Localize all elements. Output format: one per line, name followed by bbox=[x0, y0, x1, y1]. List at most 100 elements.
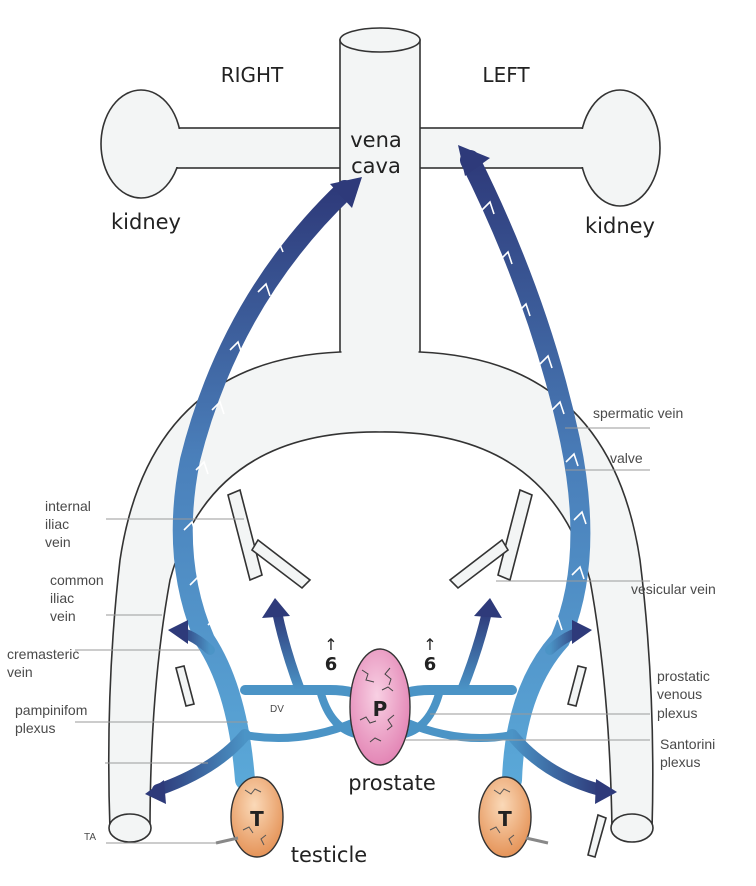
vesicular-vein-left bbox=[457, 607, 492, 695]
heading-left: LEFT bbox=[482, 63, 530, 87]
vena-cava-label-line1: vena bbox=[350, 128, 402, 152]
spermatic-vein-left bbox=[460, 150, 591, 790]
label-santorini-2: plexus bbox=[660, 754, 700, 770]
stub-left-bottom bbox=[587, 813, 607, 858]
pressure-markers: ↑ 6 ↑ 6 bbox=[324, 635, 436, 675]
testicle-right-shape bbox=[230, 776, 284, 858]
heading-right: RIGHT bbox=[221, 63, 284, 87]
prostate-shape bbox=[349, 648, 411, 766]
kidney-right-label: kidney bbox=[111, 210, 181, 234]
valve-chevron bbox=[549, 616, 563, 631]
label-pampiniform-2: plexus bbox=[15, 720, 55, 736]
pampiniform-outflow-right bbox=[152, 729, 251, 796]
arrowhead-cremasteric-left bbox=[572, 620, 592, 644]
vena-cava-top bbox=[339, 27, 421, 53]
marker-left-arrow: ↑ bbox=[324, 635, 337, 654]
label-cremasteric-2: vein bbox=[7, 664, 33, 680]
valve-chevron bbox=[257, 282, 271, 297]
prostate: P bbox=[349, 648, 411, 766]
label-prostatic-plexus-3: plexus bbox=[657, 705, 697, 721]
label-santorini-1: Santorini bbox=[660, 736, 715, 752]
label-vesicular-vein: vesicular vein bbox=[631, 581, 716, 597]
right-side-labels: spermatic vein valve vesicular vein pros… bbox=[593, 405, 716, 770]
label-internal-iliac-3: vein bbox=[45, 534, 71, 550]
marker-left-value: 6 bbox=[325, 654, 338, 675]
prostate-letter: P bbox=[373, 697, 388, 721]
testicle-left-shape bbox=[478, 776, 532, 858]
femoral-opening-right bbox=[108, 813, 152, 843]
valve-marks bbox=[183, 200, 587, 631]
femoral-opening-left bbox=[610, 813, 654, 843]
valve-chevron bbox=[517, 302, 531, 317]
label-common-iliac-2: iliac bbox=[50, 590, 74, 606]
pampiniform-outflow-left bbox=[506, 729, 606, 796]
spermatic-vein-right bbox=[172, 180, 355, 790]
testicle-left-vessels bbox=[489, 788, 515, 846]
vena-cava-label-line2: cava bbox=[351, 154, 401, 178]
label-common-iliac-1: common bbox=[50, 572, 104, 588]
stub-right bbox=[175, 665, 195, 707]
label-internal-iliac-1: internal bbox=[45, 498, 91, 514]
stub-left bbox=[567, 665, 587, 707]
valve-chevron bbox=[195, 460, 209, 475]
kidney-right-shape bbox=[100, 89, 182, 199]
arrowhead-vena-cava-left bbox=[458, 145, 490, 176]
vena-cava-column bbox=[339, 39, 421, 381]
arrowhead-vesicular-right bbox=[262, 598, 290, 618]
valve-chevron bbox=[551, 400, 565, 415]
valve-chevron bbox=[499, 250, 513, 265]
testicle-right-vessels bbox=[242, 788, 267, 846]
label-dv: DV bbox=[270, 704, 284, 715]
testicle-label: testicle bbox=[291, 843, 367, 867]
valve-chevron bbox=[539, 354, 553, 369]
label-internal-iliac-2: iliac bbox=[45, 516, 69, 532]
internal-iliac-branch-left bbox=[497, 488, 533, 582]
iliac-arch bbox=[107, 351, 654, 831]
valve-chevron bbox=[207, 615, 221, 630]
plexus-loop-l2 bbox=[401, 718, 516, 742]
testicle-left: T bbox=[478, 776, 549, 858]
valve-chevron bbox=[573, 510, 587, 525]
valve-chevron bbox=[229, 340, 243, 355]
organ-labels: kidney kidney vena cava prostate testicl… bbox=[111, 128, 655, 867]
internal-iliac-branch-right bbox=[227, 488, 263, 582]
leader-lines bbox=[75, 427, 650, 844]
valve-chevron bbox=[269, 238, 284, 253]
label-valve: valve bbox=[610, 450, 643, 466]
arrowhead-outflow-right bbox=[145, 780, 166, 804]
label-pampiniform-1: pampinifom bbox=[15, 702, 87, 718]
arrowhead-vena-cava-right bbox=[330, 177, 362, 208]
vesicular-vein-right bbox=[272, 607, 305, 695]
internal-iliac-sub-right bbox=[250, 538, 312, 590]
arrowhead-vesicular-left bbox=[474, 598, 502, 618]
plexus-loop-r2 bbox=[241, 718, 359, 742]
valve-chevron bbox=[183, 520, 197, 535]
arrowhead-cremasteric-right bbox=[168, 620, 188, 644]
vas-left bbox=[525, 836, 549, 845]
valve-chevron bbox=[571, 565, 585, 580]
label-common-iliac-3: vein bbox=[50, 608, 76, 624]
kidney-left-label: kidney bbox=[585, 214, 655, 238]
valve-chevron bbox=[565, 452, 579, 467]
marker-right-value: 6 bbox=[424, 654, 437, 675]
valve-chevron bbox=[211, 400, 225, 415]
testicle-right: T bbox=[215, 776, 284, 858]
label-cremasteric-1: cremasteric bbox=[7, 646, 79, 662]
label-prostatic-plexus-2: venous bbox=[657, 686, 702, 702]
label-spermatic-vein: spermatic vein bbox=[593, 405, 683, 421]
label-prostatic-plexus-1: prostatic bbox=[657, 668, 710, 684]
marker-right-arrow: ↑ bbox=[423, 635, 436, 654]
left-side-labels: internal iliac vein common iliac vein cr… bbox=[7, 498, 284, 843]
label-ta: TA bbox=[84, 832, 96, 843]
valve-chevron bbox=[189, 575, 203, 590]
white-vein-system bbox=[100, 27, 661, 858]
flow-arrowheads bbox=[145, 145, 617, 804]
prostate-vessels bbox=[359, 667, 395, 743]
prostate-label: prostate bbox=[348, 771, 436, 795]
vas-right bbox=[215, 836, 239, 845]
kidney-left-shape bbox=[579, 89, 661, 207]
internal-iliac-sub-left bbox=[448, 538, 510, 590]
arrowhead-outflow-left bbox=[595, 779, 617, 804]
